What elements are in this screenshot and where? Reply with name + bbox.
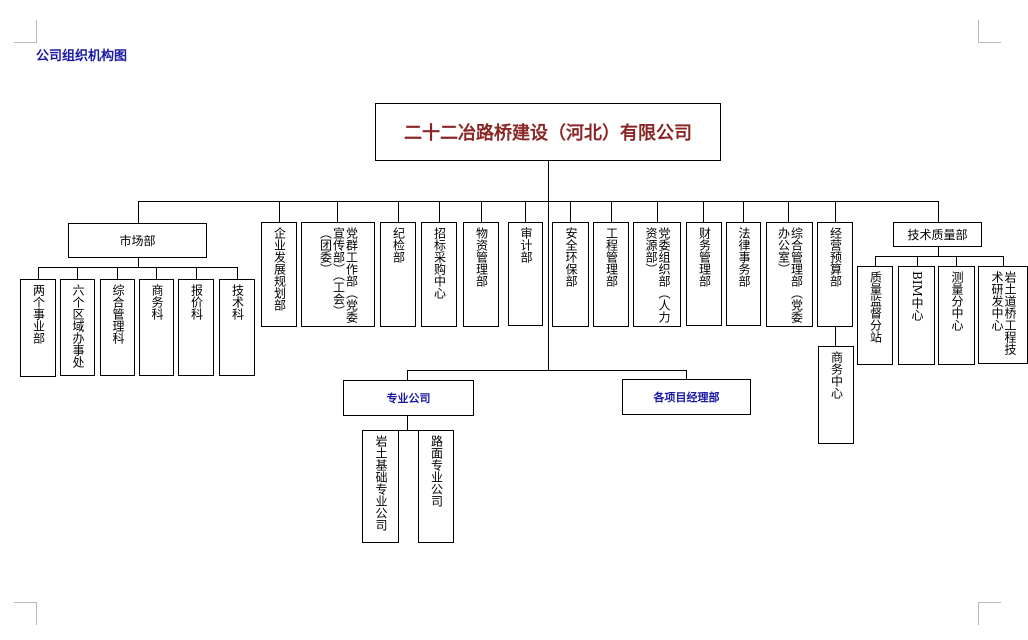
- market-unit-label: 两个事业部: [31, 284, 46, 344]
- specialty-unit-box: 岩土基础专业公司: [362, 430, 399, 543]
- market-unit-label: 报价科: [189, 284, 204, 320]
- planning-department-label: 企业发展规划部: [272, 227, 287, 311]
- legal-department-box: 法律事务部: [726, 222, 761, 326]
- party-organization-department-box: 党委组织部（人力资源部）: [633, 222, 681, 327]
- root-company-title: 二十二冶路桥建设（河北）有限公司: [404, 123, 692, 144]
- tech-unit-box: 质量监督分站: [857, 266, 893, 365]
- specialty-company-box: 专业公司: [343, 380, 474, 416]
- audit-department-box: 审计部: [508, 222, 543, 326]
- market-unit-box: 商务科: [139, 279, 174, 376]
- specialty-unit-label: 路面专业公司: [429, 435, 444, 507]
- tech-unit-box: 岩土道桥工程技术研发中心: [978, 266, 1028, 364]
- procurement-center-box: 招标采购中心: [421, 222, 457, 327]
- safety-department-box: 安全环保部: [552, 222, 589, 327]
- specialty-unit-box: 路面专业公司: [418, 430, 454, 543]
- admin-department-label: 综合管理部（党委办公室）: [776, 227, 804, 323]
- materials-department-box: 物资管理部: [463, 222, 499, 327]
- party-work-department-label: 党群工作部（党委宣传部）（工会）（团委）: [318, 227, 359, 323]
- tech-unit-box: 测量分中心: [938, 266, 975, 365]
- budget-department-box: 经营预算部: [817, 222, 853, 327]
- tech-unit-label: BIM中心: [910, 271, 924, 321]
- market-unit-label: 商务科: [150, 284, 164, 320]
- tech-unit-box: BIM中心: [898, 266, 935, 365]
- engineering-department-label: 工程管理部: [604, 227, 619, 287]
- legal-department-label: 法律事务部: [737, 227, 751, 287]
- admin-department-box: 综合管理部（党委办公室）: [766, 222, 813, 327]
- tech-unit-label: 质量监督分站: [868, 271, 883, 343]
- planning-department-box: 企业发展规划部: [261, 222, 297, 327]
- corner-mark-top-left: [14, 20, 37, 43]
- market-department-box: 市场部: [68, 223, 207, 258]
- tech-unit-label: 岩土道桥工程技术研发中心: [990, 271, 1017, 355]
- corner-mark-bottom-right: [978, 602, 1001, 625]
- market-unit-label: 六个区域办事处: [71, 284, 85, 368]
- market-unit-box: 六个区域办事处: [60, 279, 95, 376]
- market-unit-box: 两个事业部: [20, 279, 56, 377]
- project-managers-box: 各项目经理部: [622, 379, 751, 415]
- audit-department-label: 审计部: [519, 227, 533, 263]
- market-unit-label: 技术科: [230, 284, 245, 320]
- specialty-unit-label: 岩土基础专业公司: [374, 435, 388, 531]
- root-company-box: 二十二冶路桥建设（河北）有限公司: [375, 103, 721, 161]
- market-unit-label: 综合管理科: [111, 284, 125, 344]
- market-unit-box: 综合管理科: [100, 279, 135, 376]
- safety-department-label: 安全环保部: [564, 227, 578, 287]
- materials-department-label: 物资管理部: [474, 227, 489, 287]
- page-heading: 公司组织机构图: [36, 49, 128, 64]
- budget-department-label: 经营预算部: [828, 227, 843, 287]
- corner-mark-bottom-left: [14, 602, 37, 625]
- finance-department-box: 财务管理部: [686, 222, 722, 326]
- specialty-company-label: 专业公司: [386, 392, 431, 405]
- tech-unit-label: 测量分中心: [950, 271, 964, 331]
- procurement-center-label: 招标采购中心: [432, 227, 447, 299]
- corner-mark-top-right: [978, 20, 1001, 43]
- engineering-department-box: 工程管理部: [593, 222, 629, 327]
- tech-quality-department-label: 技术质量部: [907, 228, 968, 242]
- market-unit-box: 报价科: [178, 279, 214, 376]
- project-managers-label: 各项目经理部: [653, 391, 720, 404]
- discipline-department-box: 纪检部: [380, 222, 416, 327]
- discipline-department-label: 纪检部: [391, 227, 406, 263]
- party-work-department-box: 党群工作部（党委宣传部）（工会）（团委）: [301, 222, 375, 327]
- party-organization-department-label: 党委组织部（人力资源部）: [644, 227, 671, 323]
- tech-quality-department-box: 技术质量部: [893, 222, 982, 247]
- business-center-box: 商务中心: [818, 346, 854, 444]
- finance-department-label: 财务管理部: [697, 227, 712, 287]
- market-unit-box: 技术科: [219, 279, 255, 376]
- market-department-label: 市场部: [119, 234, 156, 248]
- business-center-label: 商务中心: [829, 351, 844, 399]
